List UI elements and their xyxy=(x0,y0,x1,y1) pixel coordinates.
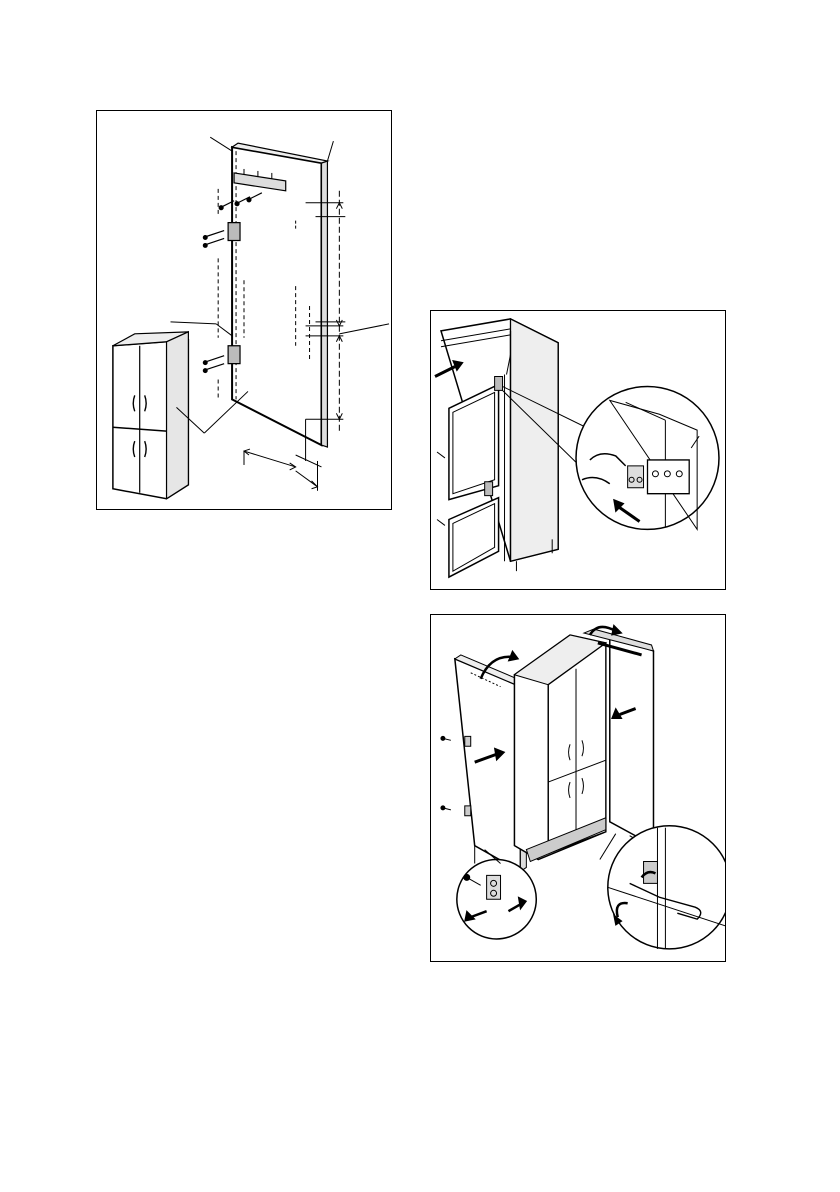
hinge-icon xyxy=(495,377,503,391)
side-panel-mounting-diagram xyxy=(430,614,726,962)
screw-icon xyxy=(441,736,451,810)
bottom-dimension xyxy=(244,449,321,491)
side-panel-drawing xyxy=(431,615,725,961)
door-panel-fitting-diagram xyxy=(96,110,392,510)
magnifier-callout-icon xyxy=(600,826,725,949)
hinge-alignment-drawing xyxy=(431,311,725,589)
magnifier-callout-icon xyxy=(576,386,719,529)
fridge-cabinet-illustration xyxy=(113,332,188,499)
fridge-cabinet-illustration xyxy=(514,635,605,861)
door-panel-drawing xyxy=(97,111,391,509)
hinge-icon xyxy=(485,482,493,496)
open-door-illustration xyxy=(437,384,499,577)
hinge-alignment-diagram xyxy=(430,310,726,590)
